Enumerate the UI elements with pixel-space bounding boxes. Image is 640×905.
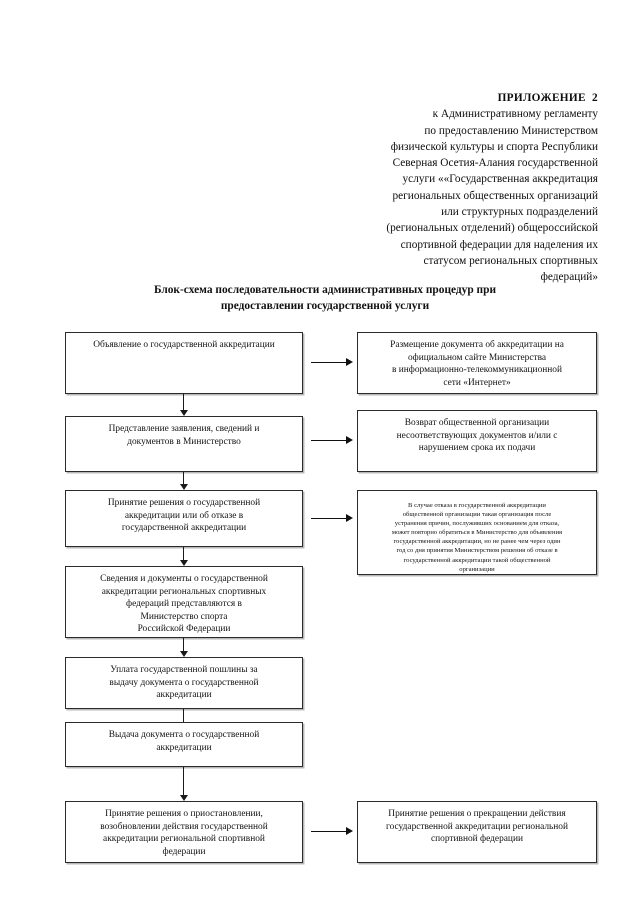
arrow-stem (183, 547, 185, 560)
appendix-header: ПРИЛОЖЕНИЕ 2 к Административному регламе… (300, 90, 598, 286)
arrow-head-down-icon (179, 410, 188, 416)
flow-node-publication: Размещение документа об аккредитации на … (357, 332, 597, 394)
appendix-header-line-2: к Административному регламенту (432, 108, 598, 121)
arrow-stem (183, 638, 185, 651)
appendix-title: ПРИЛОЖЕНИЕ 2 (497, 92, 598, 104)
flow-node-refusal-note: В случае отказа в государственной аккред… (357, 490, 597, 575)
arrow-head-down-icon (179, 560, 188, 566)
flow-node-termination-decision: Принятие решения о прекращении действия … (357, 801, 597, 863)
page-title-line-1: Блок-схема последовательности администра… (153, 284, 497, 296)
appendix-header-line-11: статусом региональных спортивных (423, 254, 598, 267)
arrow-stem (183, 394, 185, 410)
arrow-head-right-icon (346, 827, 353, 835)
arrow-stem (183, 472, 185, 484)
appendix-header-line-6: услуги ««Государственная аккредитация (402, 173, 598, 186)
arrow-stem (311, 517, 346, 520)
arrow-stem (311, 361, 346, 364)
arrow-head-down-icon (179, 651, 188, 657)
arrow-announcement-to-publication (311, 358, 353, 367)
flow-node-announcement-text: Объявление о государственной аккредитаци… (93, 340, 275, 350)
appendix-header-line-5: Северная Осетия-Алания государственной (392, 157, 598, 170)
arrow-head-right-icon (346, 514, 353, 522)
appendix-header-line-10: спортивной федерации для наделения их (400, 238, 598, 251)
flow-node-document-return-text: Возврат общественной организации несоотв… (396, 418, 558, 454)
page-title-line-2: предоставлении государственной услуги (220, 299, 430, 312)
flow-node-federal-report: Сведения и документы о государственной а… (65, 566, 303, 638)
flow-node-announcement: Объявление о государственной аккредитаци… (65, 332, 303, 394)
flow-node-accreditation-decision: Принятие решения о государственной аккре… (65, 490, 303, 547)
flow-node-termination-decision-text: Принятие решения о прекращении действия … (385, 809, 569, 845)
appendix-header-line-3: по предоставлению Министерством (424, 124, 598, 137)
arrow-issuance-to-suspension (179, 767, 188, 801)
arrow-head-down-icon (179, 484, 188, 490)
arrow-decision-to-refusal-note (311, 514, 353, 523)
flow-node-refusal-note-text: В случае отказа в государственной аккред… (391, 502, 563, 573)
page-title: Блок-схема последовательности администра… (100, 283, 550, 314)
flow-node-application-submission: Представление заявления, сведений и доку… (65, 416, 303, 472)
arrow-application-to-decision (179, 472, 188, 490)
arrow-application-to-return (311, 436, 353, 445)
arrow-stem (311, 439, 346, 442)
arrow-stem (183, 767, 185, 795)
appendix-header-line-7: региональных общественных организаций (392, 189, 598, 202)
arrow-head-right-icon (346, 358, 353, 366)
arrow-announcement-to-application (179, 394, 188, 416)
flow-node-state-fee: Уплата государственной пошлины за выдачу… (65, 657, 303, 709)
flow-node-document-issuance: Выдача документа о государственной аккре… (65, 722, 303, 767)
appendix-header-line-9: (региональных отделений) общероссийской (386, 222, 598, 235)
arrow-head-down-icon (179, 795, 188, 801)
flow-node-federal-report-text: Сведения и документы о государственной а… (100, 574, 268, 635)
arrow-federal-report-to-fee (179, 638, 188, 657)
flow-node-suspension-decision: Принятие решения о приостановлении, возо… (65, 801, 303, 863)
arrow-decision-to-federal-report (179, 547, 188, 566)
arrow-head-right-icon (346, 436, 353, 444)
arrow-stem (183, 709, 185, 722)
flow-node-accreditation-decision-text: Принятие решения о государственной аккре… (107, 498, 261, 534)
appendix-header-line-12: федераций» (540, 271, 598, 284)
flow-node-document-return: Возврат общественной организации несоотв… (357, 410, 597, 472)
flow-node-state-fee-text: Уплата государственной пошлины за выдачу… (109, 665, 259, 701)
appendix-header-line-4: физической культуры и спорта Республики (390, 140, 598, 153)
appendix-header-line-8: или структурных подразделений (441, 206, 598, 219)
flow-node-publication-text: Размещение документа об аккредитации на … (390, 340, 564, 388)
arrow-suspension-to-termination (311, 827, 353, 836)
flow-node-document-issuance-text: Выдача документа о государственной аккре… (108, 730, 260, 753)
flow-node-suspension-decision-text: Принятие решения о приостановлении, возо… (100, 809, 268, 857)
flow-node-application-submission-text: Представление заявления, сведений и доку… (108, 424, 260, 447)
arrow-stem (311, 830, 346, 833)
